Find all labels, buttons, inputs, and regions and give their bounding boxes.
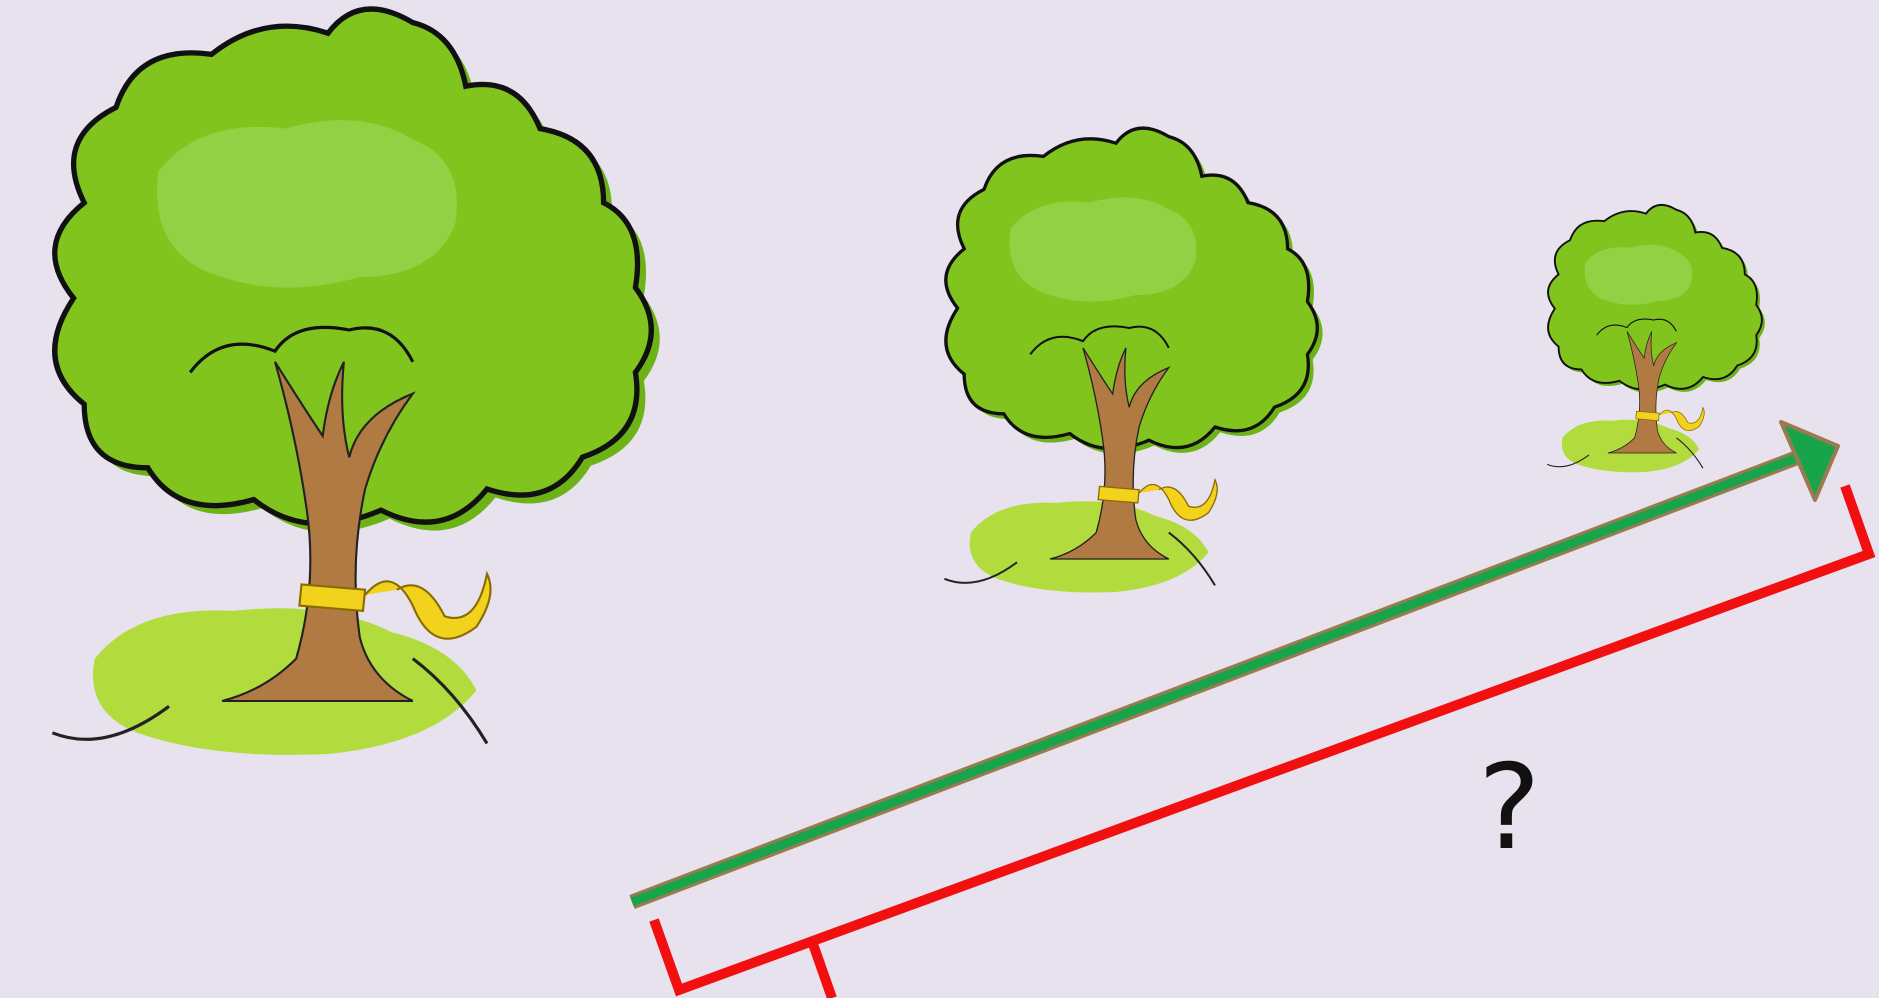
tree-small xyxy=(1547,205,1765,472)
bracket-icon xyxy=(654,486,1869,998)
tree-medium xyxy=(944,128,1322,592)
tree-large xyxy=(52,9,659,755)
question-label: ? xyxy=(1478,748,1541,866)
arrow-right-icon xyxy=(632,422,1838,902)
